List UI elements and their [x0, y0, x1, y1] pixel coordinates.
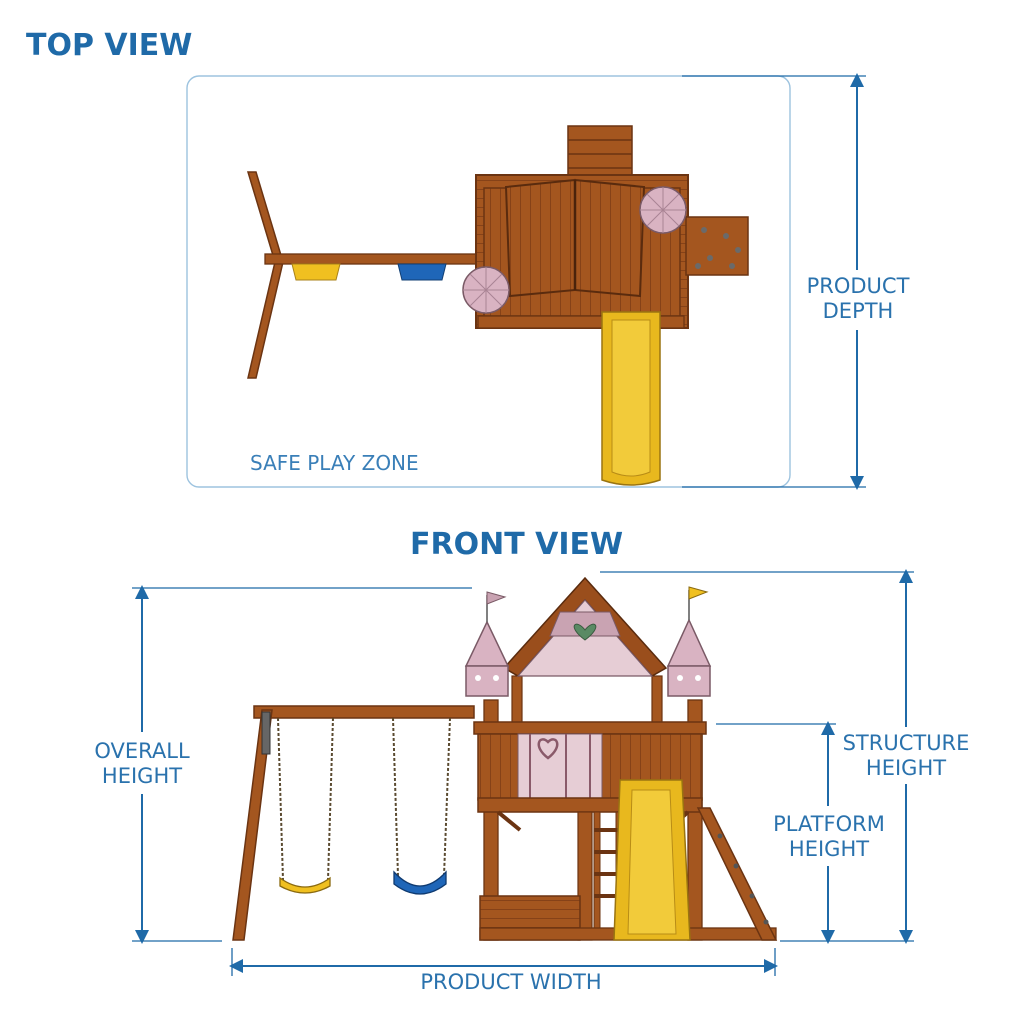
- safe-play-zone-boundary: [186, 75, 791, 488]
- platform-height-label-line1: PLATFORM: [773, 812, 885, 836]
- product-depth-label: PRODUCT DEPTH: [800, 274, 916, 324]
- structure-height-label: STRUCTURE HEIGHT: [840, 731, 972, 781]
- product-width-dimension: [229, 948, 778, 976]
- right-turret-front: [666, 586, 712, 697]
- overall-height-label: OVERALL HEIGHT: [86, 739, 198, 789]
- climbing-wall-top: [685, 216, 749, 276]
- platform-height-label-line2: HEIGHT: [788, 837, 870, 861]
- swing-frame-top: [246, 171, 478, 379]
- rock-wall-front: [696, 807, 778, 941]
- product-depth-dimension: [682, 73, 866, 490]
- turret-roofs-top: [462, 186, 687, 314]
- platform-height-label: PLATFORM HEIGHT: [766, 812, 892, 862]
- swing-set-front: [232, 705, 475, 941]
- blue-swing-seat: [393, 870, 447, 895]
- platform-height-dimension: [716, 721, 836, 944]
- product-depth-label-line2: DEPTH: [822, 299, 894, 323]
- slide-front: [613, 779, 691, 941]
- overall-height-label-line2: HEIGHT: [101, 764, 183, 788]
- left-turret-front: [464, 591, 510, 697]
- structure-height-dimension: [600, 569, 914, 944]
- deck-top: [475, 174, 689, 329]
- product-width-label: PRODUCT WIDTH: [420, 970, 602, 994]
- front-view-title: FRONT VIEW: [410, 527, 624, 562]
- yellow-swing-seat: [279, 876, 331, 894]
- safe-play-zone-label: SAFE PLAY ZONE: [250, 451, 419, 475]
- product-depth-label-line1: PRODUCT: [806, 274, 910, 298]
- overall-height-label-line1: OVERALL: [94, 739, 190, 763]
- slide-top: [601, 311, 661, 486]
- structure-height-label-line2: HEIGHT: [865, 756, 947, 780]
- overall-height-dimension: [132, 585, 472, 944]
- structure-height-label-line1: STRUCTURE: [842, 731, 970, 755]
- top-view-title: TOP VIEW: [26, 28, 193, 63]
